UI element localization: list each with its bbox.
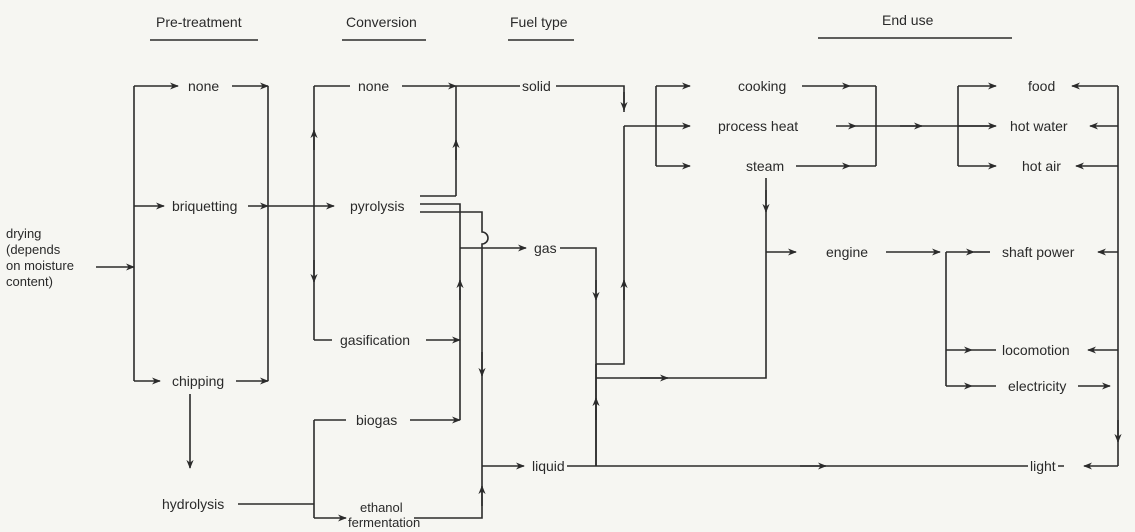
flow-ethanol-out <box>414 480 482 518</box>
node-process-heat: process heat <box>716 118 800 134</box>
node-food: food <box>1026 78 1057 94</box>
node-locomotion: locomotion <box>1000 342 1072 358</box>
header-conversion: Conversion <box>344 14 419 30</box>
node-hot-water: hot water <box>1008 118 1070 134</box>
input-drying-line2: (depends <box>4 242 62 257</box>
flow-gas-out <box>560 248 596 466</box>
node-engine: engine <box>824 244 870 260</box>
header-fuel-type: Fuel type <box>508 14 570 30</box>
node-hot-air: hot air <box>1020 158 1063 174</box>
node-shaft-power: shaft power <box>1000 244 1076 260</box>
node-steam: steam <box>744 158 786 174</box>
node-biogas: biogas <box>354 412 399 428</box>
input-drying-line4: content) <box>4 274 55 289</box>
flow-pyrolysis-liquid <box>420 212 488 480</box>
flow-to-engine-bus <box>596 126 624 364</box>
input-drying-line1: drying <box>4 226 43 241</box>
input-drying-line3: on moisture <box>4 258 76 273</box>
node-gasification: gasification <box>338 332 412 348</box>
node-solid: solid <box>520 78 553 94</box>
node-ethanol-line2: fermentation <box>346 515 422 530</box>
node-hydrolysis: hydrolysis <box>160 496 226 512</box>
node-pyrolysis: pyrolysis <box>348 198 406 214</box>
node-gas: gas <box>532 240 559 256</box>
node-electricity: electricity <box>1006 378 1068 394</box>
node-cooking: cooking <box>736 78 788 94</box>
node-briquetting: briquetting <box>170 198 239 214</box>
node-liquid: liquid <box>530 458 567 474</box>
flow-pyrolysis-gas <box>420 204 460 248</box>
node-pretreat-none: none <box>186 78 221 94</box>
node-conversion-none: none <box>356 78 391 94</box>
flow-solid-out <box>556 86 624 112</box>
flow-to-engine-low <box>596 252 766 378</box>
node-light: light <box>1028 458 1058 474</box>
node-chipping: chipping <box>170 373 226 389</box>
node-ethanol-line1: ethanol <box>358 500 405 515</box>
header-pretreatment: Pre-treatment <box>154 14 244 30</box>
header-end-use: End use <box>880 12 935 28</box>
